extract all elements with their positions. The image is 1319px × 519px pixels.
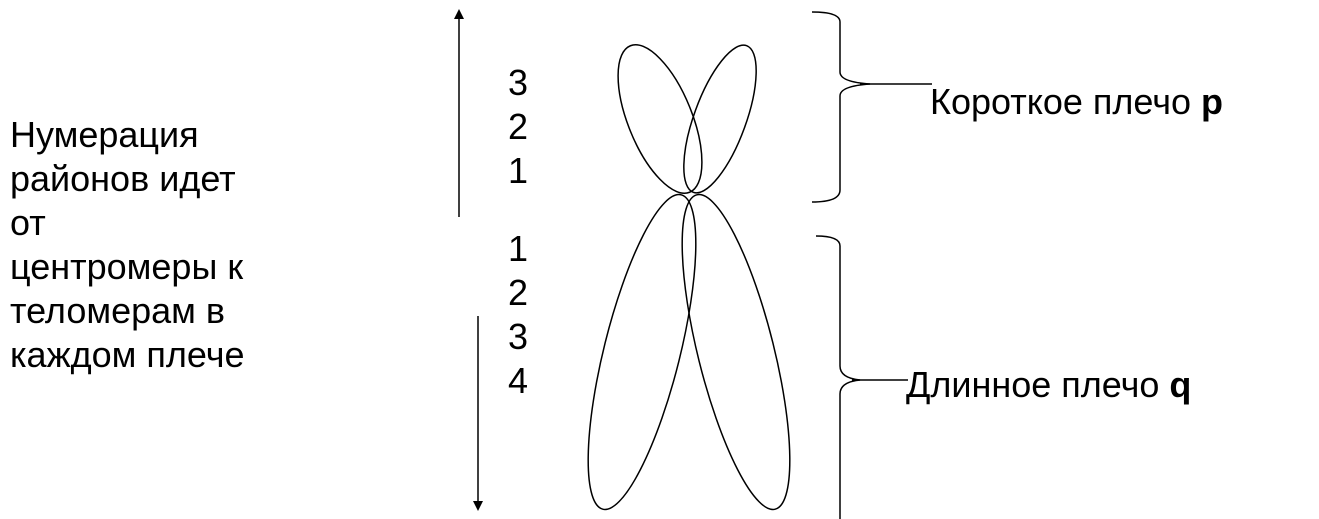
short-arm-letter: p — [1201, 81, 1224, 122]
caption-line: от — [10, 202, 46, 243]
short-arm-chromatid-left — [617, 44, 703, 194]
short-arm-chromatid-right — [683, 44, 757, 194]
long-arm-region-numbers: 1 2 3 4 — [508, 227, 528, 403]
region-number: 4 — [508, 360, 529, 401]
long-arm-letter: q — [1169, 364, 1192, 405]
short-arm-region-numbers: 3 2 1 — [508, 61, 528, 193]
caption-line: Нумерация — [10, 114, 199, 155]
region-number: 2 — [508, 272, 529, 313]
long-arm-label: Длинное плечо q — [906, 363, 1191, 407]
long-arm-bracket — [815, 235, 861, 519]
caption-line: центромеры к — [10, 246, 244, 287]
numbering-caption: Нумерация районов идет от центромеры к т… — [10, 113, 245, 377]
caption-line: каждом плече — [10, 334, 245, 375]
short-arm-label: Короткое плечо p — [930, 80, 1223, 124]
long-arm-label-text: Длинное плечо — [906, 364, 1170, 405]
caption-line: теломерам в — [10, 290, 226, 331]
short-arm-label-text: Короткое плечо — [930, 81, 1202, 122]
region-number: 1 — [508, 228, 529, 269]
long-arm-chromatid-left — [587, 193, 697, 511]
short-arm-bracket — [811, 11, 871, 203]
caption-line: районов идет — [10, 158, 236, 199]
long-arm-chromatid-right — [681, 193, 791, 511]
region-number: 1 — [508, 150, 529, 191]
region-number: 2 — [508, 106, 529, 147]
region-number: 3 — [508, 316, 529, 357]
region-number: 3 — [508, 62, 529, 103]
